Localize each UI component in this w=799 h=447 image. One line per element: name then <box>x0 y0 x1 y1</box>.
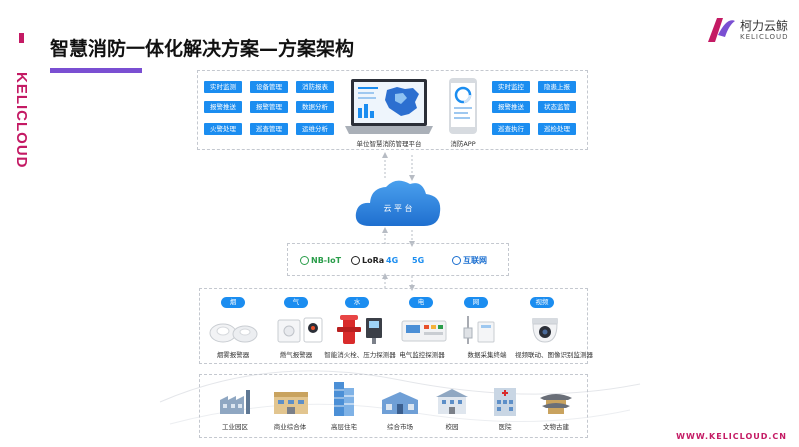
device-category-pill: 水 <box>345 297 369 308</box>
commercial-complex-icon <box>274 392 308 414</box>
app-function-button[interactable]: 巡检处理 <box>538 123 576 135</box>
application-layer-box <box>197 70 588 150</box>
network-signal-icon <box>452 255 461 265</box>
hospital-icon <box>494 388 516 416</box>
network-label: 4G <box>386 255 399 265</box>
title-underline <box>50 68 142 73</box>
brand-logo-cn: 柯力云鲸 <box>740 19 789 33</box>
gas-detector-icon <box>277 317 323 343</box>
footer-website: WWW.KELICLOUD.CN <box>676 432 787 441</box>
network-signal-icon <box>300 255 309 265</box>
network-signal-icon <box>351 255 360 265</box>
brand-logo-en: KELICLOUD <box>740 33 789 41</box>
scene-label: 商业综合体 <box>273 423 307 431</box>
scene-label: 校园 <box>445 423 459 431</box>
scene-label: 高层住宅 <box>331 423 357 431</box>
network-item: 4G <box>386 254 398 266</box>
electrical-monitor-icon <box>401 320 447 342</box>
app-function-button[interactable]: 状态监管 <box>538 101 576 113</box>
device-label: 烟雾报警器 <box>216 351 250 359</box>
brand-accent-bar <box>19 33 24 43</box>
scene-label: 综合市场 <box>387 423 413 431</box>
device-label: 燃气报警器 <box>279 351 313 359</box>
platform-function-button[interactable]: 实时监测 <box>204 81 242 93</box>
data-terminal-icon <box>463 316 495 344</box>
phone-icon <box>449 78 477 134</box>
device-label: 数据采集终端 <box>467 351 507 359</box>
network-item: NB-IoT <box>300 254 341 266</box>
campus-icon <box>436 389 468 414</box>
platform-function-button[interactable]: 消防报表 <box>296 81 334 93</box>
cloud-icon <box>355 180 441 226</box>
market-icon <box>382 392 418 414</box>
device-category-pill: 烟 <box>221 297 245 308</box>
device-category-pill: 气 <box>284 297 308 308</box>
network-item: LoRa <box>351 254 384 266</box>
platform-label: 单位智慧消防管理平台 <box>356 140 422 148</box>
laptop-icon <box>345 79 433 134</box>
device-layer-box <box>199 288 588 364</box>
platform-function-button[interactable]: 数据分析 <box>296 101 334 113</box>
network-layer-box <box>287 243 509 276</box>
device-category-pill: 电 <box>409 297 433 308</box>
network-label: LoRa <box>362 255 385 265</box>
hydrant-sensor-icon <box>337 315 382 344</box>
app-function-button[interactable]: 报警推送 <box>492 101 530 113</box>
app-function-button[interactable]: 实时监控 <box>492 81 530 93</box>
page-title: 智慧消防一体化解决方案—方案架构 <box>50 38 355 60</box>
network-label: 5G <box>412 255 425 265</box>
scene-label: 文物古建 <box>543 423 569 431</box>
network-label: 互联网 <box>463 255 487 265</box>
network-item: 5G <box>412 254 424 266</box>
heritage-building-icon <box>540 394 572 414</box>
high-rise-icon <box>334 382 354 416</box>
industrial-park-icon <box>220 390 250 414</box>
smoke-detector-icon <box>209 323 258 343</box>
platform-function-button[interactable]: 巡查管理 <box>250 123 288 135</box>
scene-label: 医院 <box>498 423 512 431</box>
cloud-platform-label: 云 平 台 <box>383 204 413 213</box>
platform-function-button[interactable]: 报警管理 <box>250 101 288 113</box>
device-category-pill: 网 <box>464 297 488 308</box>
platform-function-button[interactable]: 运维分析 <box>296 123 334 135</box>
device-label: 视频联动、图像识别监测器 <box>515 351 593 359</box>
app-function-button[interactable]: 巡查执行 <box>492 123 530 135</box>
app-label: 消防APP <box>450 140 476 148</box>
brand-logo-icon <box>708 18 735 42</box>
scene-layer-box <box>199 374 588 438</box>
device-label: 电气监控探测器 <box>399 351 445 359</box>
platform-function-button[interactable]: 火警处理 <box>204 123 242 135</box>
app-function-button[interactable]: 隐患上报 <box>538 81 576 93</box>
network-label: NB-IoT <box>311 255 342 265</box>
device-category-pill: 视频 <box>530 297 554 308</box>
network-item: 互联网 <box>452 254 487 266</box>
platform-function-button[interactable]: 设备管理 <box>250 81 288 93</box>
device-label: 智能消火栓、压力探测器 <box>324 351 396 359</box>
side-brand-text: KELICLOUD <box>13 71 30 169</box>
platform-function-button[interactable]: 报警推送 <box>204 101 242 113</box>
scene-label: 工业园区 <box>222 423 248 431</box>
camera-icon <box>532 318 558 343</box>
